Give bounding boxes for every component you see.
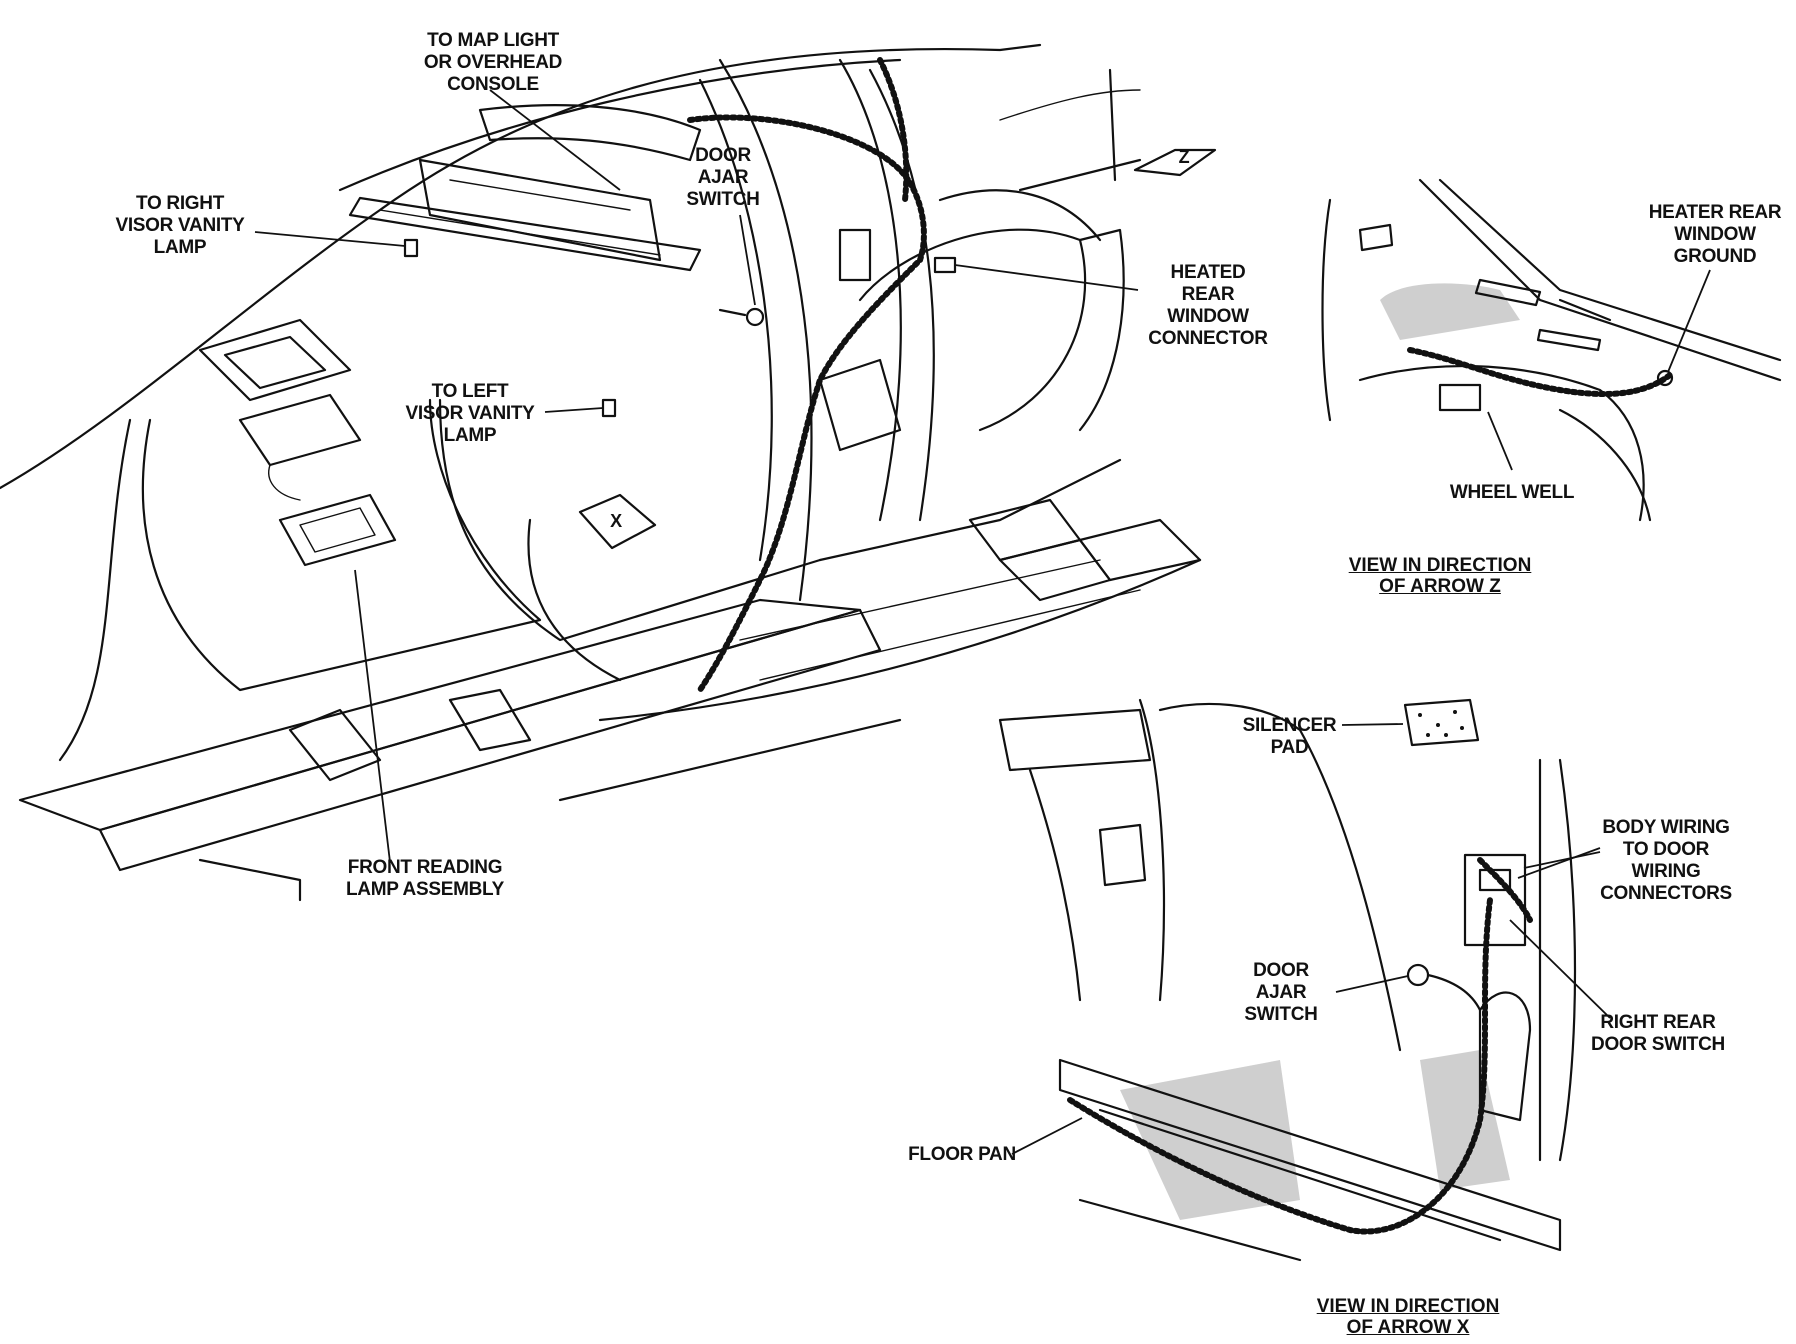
label-heated-rear-window-connector: HEATED REAR WINDOW CONNECTOR: [1148, 262, 1268, 349]
label-right-rear-door-switch: RIGHT REAR DOOR SWITCH: [1591, 1012, 1725, 1055]
label-right-visor-vanity-lamp: TO RIGHT VISOR VANITY LAMP: [115, 193, 245, 258]
label-map-light: TO MAP LIGHT OR OVERHEAD CONSOLE: [423, 30, 563, 95]
view-x-inset: [998, 698, 1611, 1262]
label-front-reading-lamp-assembly: FRONT READING LAMP ASSEMBLY: [346, 857, 504, 900]
label-left-visor-vanity-lamp: TO LEFT VISOR VANITY LAMP: [405, 381, 535, 446]
label-door-ajar-switch-bottom: DOOR AJAR SWITCH: [1244, 960, 1318, 1025]
main-vehicle-view: [0, 43, 1217, 902]
label-floor-pan: FLOOR PAN: [908, 1144, 1016, 1165]
label-silencer-pad: SILENCER PAD: [1242, 715, 1337, 758]
arrow-z-marker: Z: [1178, 147, 1190, 167]
caption-view-arrow-z: VIEW IN DIRECTION OF ARROW Z: [1348, 555, 1532, 597]
view-z-inset: [1321, 178, 1782, 522]
label-heater-rear-window-ground: HEATER REAR WINDOW GROUND: [1648, 202, 1782, 267]
caption-view-arrow-x: VIEW IN DIRECTION OF ARROW X: [1316, 1296, 1500, 1338]
label-body-wiring-to-door-connectors: BODY WIRING TO DOOR WIRING CONNECTORS: [1600, 817, 1732, 904]
label-door-ajar-switch-top: DOOR AJAR SWITCH: [686, 145, 760, 210]
arrow-x-marker: X: [610, 511, 622, 531]
label-wheel-well: WHEEL WELL: [1449, 482, 1575, 503]
